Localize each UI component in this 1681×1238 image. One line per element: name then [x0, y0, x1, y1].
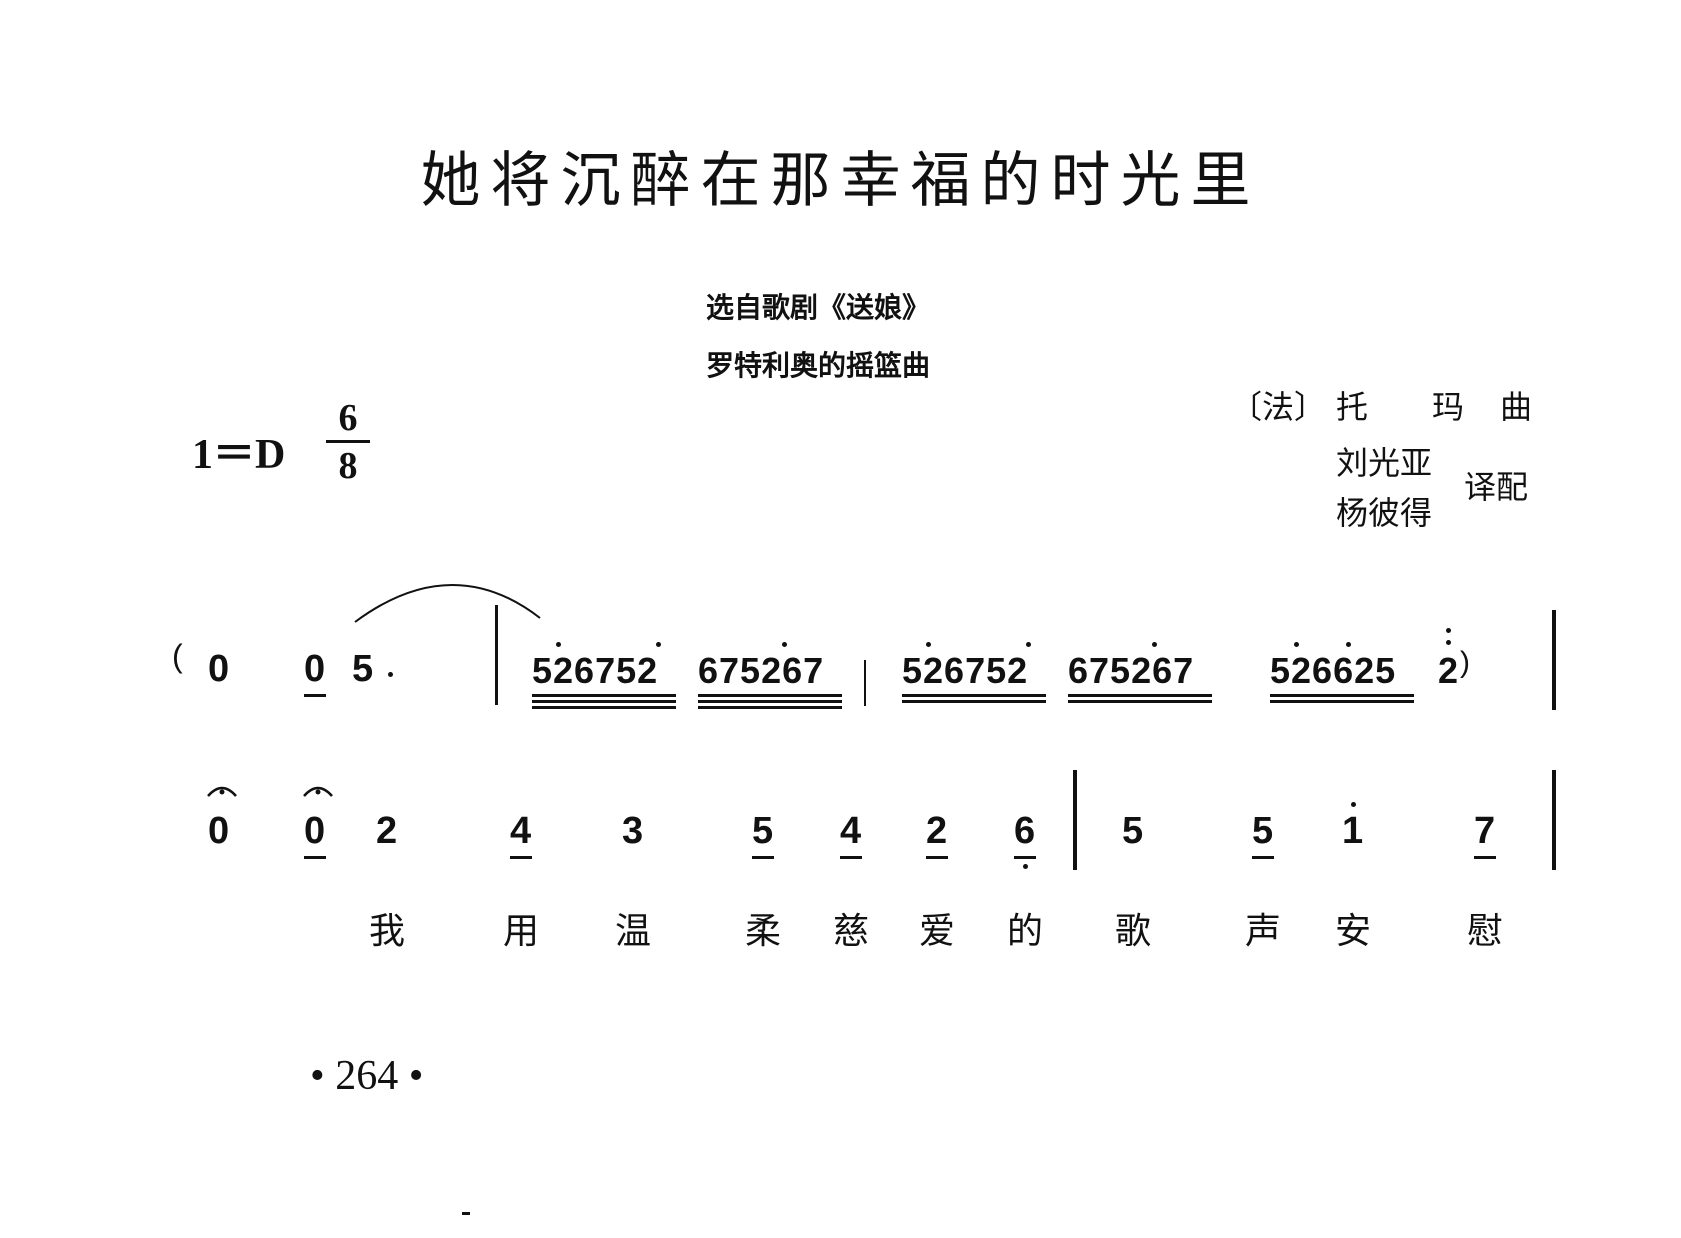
lyric-char: 慈 — [832, 911, 869, 952]
octave-dot — [656, 642, 661, 647]
lyric-char: 安 — [1334, 911, 1371, 952]
note-run: 675267 — [1068, 650, 1195, 691]
lyric-char: 温 — [614, 911, 651, 952]
octave-dot — [1026, 642, 1031, 647]
melody-note: 5 — [1252, 810, 1274, 852]
underline — [1270, 700, 1414, 703]
page-number: • 264 • — [310, 1053, 424, 1099]
fermata-dot — [315, 789, 321, 795]
underline — [698, 706, 842, 709]
staff1-note: 0 — [304, 648, 326, 690]
staff1-note: 0 — [208, 648, 230, 690]
melody-note: 7 — [1474, 810, 1496, 852]
translator-role: 译配 — [1464, 468, 1529, 506]
underline — [752, 856, 774, 859]
song-title: 她将沉醉在那幸福的时光里 — [420, 146, 1261, 216]
note-run: 526752 — [902, 650, 1029, 691]
octave-dot — [1446, 628, 1451, 633]
melody-note: 5 — [1122, 810, 1144, 852]
barline — [1552, 610, 1556, 710]
underline — [902, 694, 1046, 697]
underline — [1014, 856, 1036, 859]
octave-dot — [1294, 642, 1299, 647]
barline — [1073, 770, 1077, 870]
staff1-note: 5 — [352, 648, 374, 690]
underline — [1474, 856, 1496, 859]
augmentation-dot — [388, 672, 393, 677]
melody-note: 5 — [752, 810, 774, 852]
key-signature: 1＝D — [192, 432, 286, 478]
melody-note: 2 — [376, 810, 398, 852]
note-run: 675267 — [698, 650, 825, 691]
melody-note: 0 — [208, 810, 230, 852]
underline — [304, 856, 326, 859]
source-line: 选自歌剧《送娘》 — [706, 291, 931, 324]
melody-note: 4 — [840, 810, 862, 852]
subtitle-line: 罗特利奥的摇篮曲 — [706, 349, 931, 382]
octave-dot — [1446, 640, 1451, 645]
underline — [1068, 694, 1212, 697]
lyric-char: 用 — [502, 911, 539, 952]
melody-note: 3 — [622, 810, 644, 852]
note-run: 526625 — [1270, 650, 1397, 691]
octave-dot — [1346, 642, 1351, 647]
melody-note: 0 — [304, 810, 326, 852]
lyric-char: 的 — [1006, 911, 1043, 952]
fermata-arc — [207, 786, 237, 797]
lyric-char: 我 — [368, 911, 405, 952]
time-signature-top: 6 — [338, 397, 358, 439]
lyric-char: 爱 — [918, 911, 955, 952]
octave-dot — [926, 642, 931, 647]
close-paren: ) — [1460, 646, 1470, 679]
composer-name: 托 玛 — [1336, 388, 1465, 426]
barline — [864, 660, 866, 706]
lyric-char: 歌 — [1114, 911, 1151, 952]
time-signature-line — [326, 440, 370, 443]
translator-2: 杨彼得 — [1336, 494, 1433, 532]
octave-dot — [556, 642, 561, 647]
lyric-char: 慰 — [1466, 911, 1503, 952]
melody-note: 1 — [1342, 810, 1364, 852]
underline — [510, 856, 532, 859]
time-signature-bottom: 8 — [338, 445, 358, 487]
underline — [532, 694, 676, 697]
note-run: 526752 — [532, 650, 659, 691]
underline — [1068, 700, 1212, 703]
lyric-char: 柔 — [744, 911, 781, 952]
composer-prefix: 〔法〕 — [1230, 388, 1327, 426]
underline — [698, 700, 842, 703]
underline — [698, 694, 842, 697]
melody-note: 4 — [510, 810, 532, 852]
scan-mark — [462, 1212, 470, 1215]
open-paren: ( — [172, 638, 183, 674]
underline — [532, 706, 676, 709]
translator-1: 刘光亚 — [1336, 444, 1433, 482]
low-octave-dot — [1023, 864, 1028, 869]
melody-note: 6 — [1014, 810, 1036, 852]
underline — [902, 700, 1046, 703]
fermata-dot — [219, 789, 225, 795]
composer-suffix: 曲 — [1500, 388, 1533, 426]
final-note: 2 — [1438, 650, 1460, 691]
octave-dot — [1351, 802, 1356, 807]
underline — [840, 856, 862, 859]
octave-dot — [782, 642, 787, 647]
fermata-arc — [303, 786, 333, 797]
octave-dot — [1152, 642, 1157, 647]
underline — [1252, 856, 1274, 859]
melody-note: 2 — [926, 810, 948, 852]
underline — [1270, 694, 1414, 697]
lyric-char: 声 — [1244, 911, 1281, 952]
barline — [1552, 770, 1556, 870]
slur — [354, 584, 541, 623]
underline — [926, 856, 948, 859]
barline — [495, 605, 498, 705]
underline — [532, 700, 676, 703]
underline — [304, 694, 326, 697]
